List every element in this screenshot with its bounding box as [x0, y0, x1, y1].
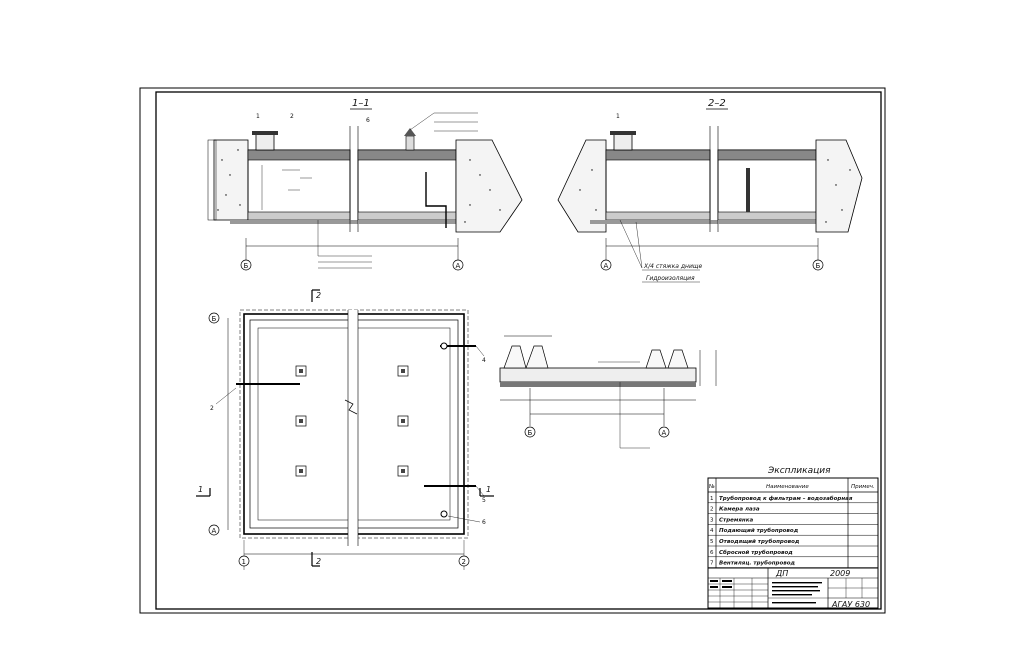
- stamp-code: ДП: [775, 569, 788, 578]
- axis-label: Б: [244, 262, 249, 270]
- axis-bubble: [208, 524, 220, 536]
- spec-row-number: 7: [710, 561, 714, 567]
- axis-label: 1: [242, 558, 246, 566]
- spec-row-name: Вентиляц. трубопровод: [719, 560, 796, 567]
- section-2-2: 2–2 Х/4 стяжка днище Гидроизоляция А: [557, 98, 863, 283]
- axis-label: Б: [816, 262, 821, 270]
- spec-row-name: Трубопровод к фильтрам – водозаборная: [719, 495, 853, 502]
- axis-bubble: [238, 555, 250, 567]
- floor-detail: Б А: [499, 335, 717, 449]
- spec-row-name: Сбросной трубопровод: [719, 549, 793, 556]
- stamp-year: 2009: [830, 569, 850, 578]
- cut-marker: 1: [198, 485, 203, 494]
- axis-bubble: [812, 259, 824, 271]
- spec-row-number: 6: [710, 550, 714, 556]
- cut-marker: 1: [486, 485, 491, 494]
- spec-row-name: Стремянка: [719, 517, 753, 523]
- axis-label: Б: [212, 315, 217, 323]
- callout-number: 2: [210, 405, 214, 412]
- spec-row-number: 2: [710, 507, 714, 513]
- spec-row-number: 4: [710, 528, 714, 534]
- axis-label: А: [212, 527, 217, 535]
- axis-bubble: [658, 426, 670, 438]
- spec-row-number: 1: [710, 496, 714, 502]
- axis-label: 2: [462, 558, 466, 566]
- axis-bubble: [240, 259, 252, 271]
- callout-number: 2: [290, 113, 294, 120]
- spec-col-no: №: [709, 484, 715, 490]
- hydro-note: Х/4 стяжка днище: [643, 263, 702, 270]
- section-1-1: 1–1: [207, 98, 523, 271]
- axis-bubble: [600, 259, 612, 271]
- specification-table: Экспликация № Наименование Примеч. 1 Труб…: [707, 466, 879, 569]
- outer-border: [139, 87, 886, 614]
- axis-label: Б: [528, 429, 533, 437]
- title-block: ДП 2009 АГАУ 630: [707, 567, 879, 609]
- spec-row-name: Подающий трубопровод: [719, 527, 799, 534]
- spec-row-number: 5: [710, 539, 714, 545]
- spec-row-number: 3: [710, 517, 714, 523]
- plan-view: Б А 1 2 2 2 1 1 2 4 5 6: [196, 289, 494, 570]
- cut-marker: 2: [316, 557, 321, 566]
- axis-label: А: [456, 262, 461, 270]
- spec-row-name: Отводящий трубопровод: [719, 538, 800, 545]
- axis-bubble: [458, 555, 470, 567]
- stamp-org: АГАУ 630: [831, 600, 870, 609]
- callout-number: 1: [256, 113, 260, 120]
- axis-bubble: [524, 426, 536, 438]
- spec-title: Экспликация: [767, 466, 831, 476]
- section-2-2-label: 2–2: [708, 98, 726, 109]
- axis-bubble: [452, 259, 464, 271]
- spec-col-name: Наименование: [766, 484, 809, 490]
- axis-bubble: [208, 312, 220, 324]
- callout-number: 6: [482, 519, 486, 526]
- cut-marker: 2: [316, 291, 321, 300]
- axis-label: А: [604, 262, 609, 270]
- callout-number: 6: [366, 117, 370, 124]
- section-1-1-label: 1–1: [352, 98, 370, 109]
- inner-frame: [155, 91, 882, 610]
- axis-label: А: [662, 429, 667, 437]
- callout-number: 4: [482, 357, 486, 364]
- callout-number: 5: [482, 497, 486, 504]
- callout-number: 1: [616, 113, 620, 120]
- spec-row-name: Камера лаза: [719, 507, 760, 513]
- hydro-note-2: Гидроизоляция: [646, 275, 695, 282]
- spec-col-note: Примеч.: [851, 484, 875, 490]
